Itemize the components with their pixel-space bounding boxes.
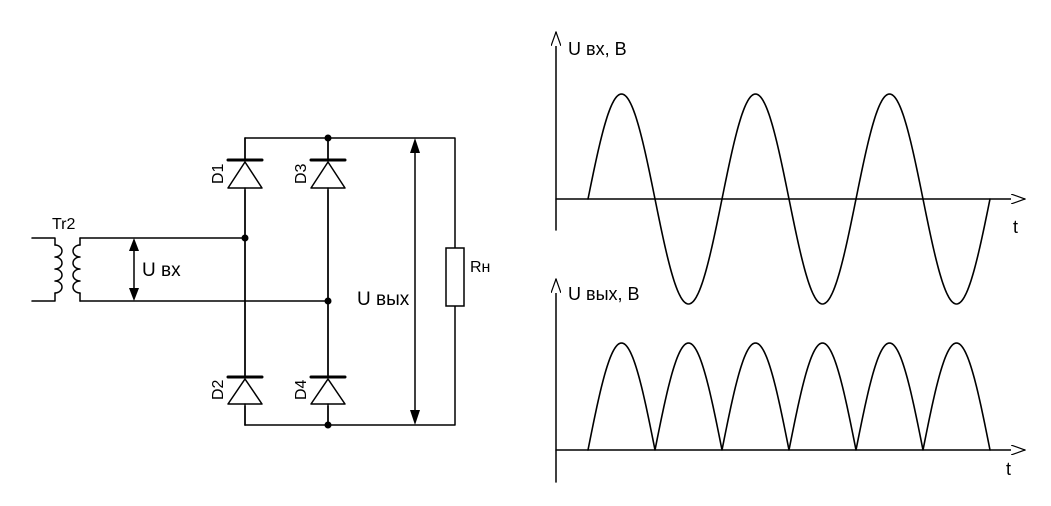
- top-rail: [244, 137, 456, 249]
- diode-d2: D2: [210, 237, 264, 426]
- diode-d2-label: D2: [210, 379, 227, 400]
- junction-dot-top-rail: [324, 134, 332, 142]
- input-voltage-graph: U вх, В t: [556, 31, 1026, 305]
- input-graph-x-label: t: [1013, 217, 1018, 237]
- transformer-secondary-winding: [72, 244, 81, 294]
- diode-d3-label: D3: [293, 163, 310, 184]
- junction-dot-input-top: [241, 234, 249, 242]
- output-arrow-head-down: [410, 410, 420, 425]
- output-voltage-arrow: [410, 138, 420, 425]
- input-arrow-head-up: [129, 238, 139, 251]
- diode-d1-label: D1: [210, 163, 227, 184]
- transformer-label: Tr2: [52, 216, 76, 233]
- diode-d4: D4: [293, 300, 347, 426]
- input-sine-wave: [587, 93, 991, 305]
- transformer-primary-bottom-lead: [31, 292, 56, 302]
- input-voltage-arrow: [129, 238, 139, 301]
- bridge-rectifier-circuit: Tr2 U вх D1: [31, 134, 490, 429]
- output-rectified-wave: [587, 342, 991, 451]
- diode-d1: D1: [210, 137, 264, 239]
- input-voltage-label: U вх: [142, 260, 181, 281]
- output-voltage-graph: U вых, В t: [556, 278, 1026, 483]
- output-voltage-label: U вых: [357, 289, 410, 310]
- load-resistor-body: [445, 247, 465, 307]
- input-graph-y-label: U вх, В: [568, 39, 627, 59]
- transformer-primary-winding: [54, 244, 63, 294]
- junction-dot-input-bottom: [324, 297, 332, 305]
- output-graph-y-label: U вых, В: [568, 284, 640, 304]
- bottom-rail: [244, 305, 456, 426]
- input-arrow-head-down: [129, 288, 139, 301]
- transformer: Tr2: [31, 216, 81, 302]
- load-resistor: Rн: [445, 247, 490, 307]
- transformer-primary-top-lead: [31, 237, 56, 246]
- output-arrow-head-up: [410, 138, 420, 153]
- diode-d4-label: D4: [293, 379, 310, 400]
- load-resistor-label: Rн: [470, 259, 490, 276]
- junction-dot-bottom-rail: [324, 421, 332, 429]
- diode-d3: D3: [293, 137, 347, 302]
- output-graph-x-label: t: [1006, 459, 1011, 479]
